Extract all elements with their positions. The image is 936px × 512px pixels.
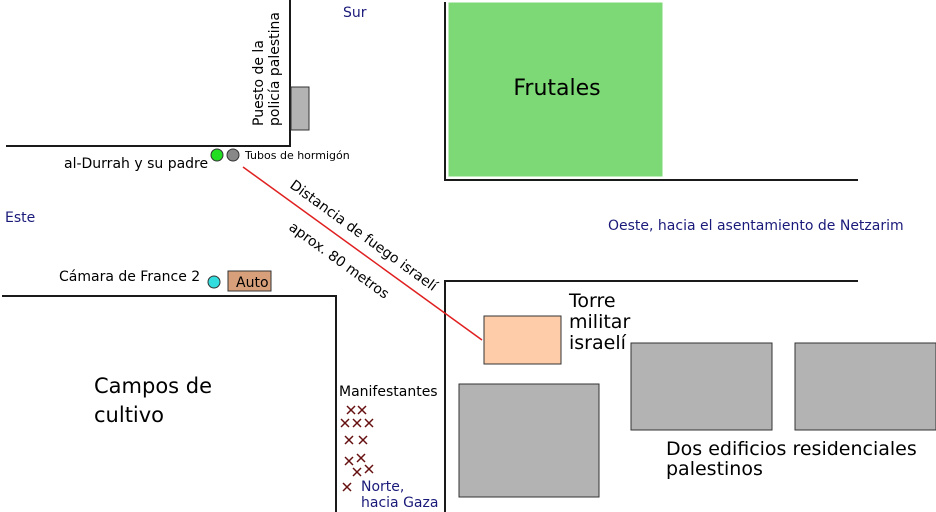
- al-durrah-marker: [210, 148, 224, 162]
- concrete-pipe-marker: [226, 148, 240, 162]
- protester-mark: [344, 456, 354, 466]
- compass-west: Oeste, hacia el asentamiento de Netzarim: [608, 218, 904, 234]
- road-edge-bottom-right: [444, 280, 858, 512]
- fields-label-line1: Campos de: [94, 374, 212, 398]
- buildings-label-line2: palestinos: [666, 458, 763, 480]
- distance-label: aprox. 80 metros: [286, 219, 392, 302]
- fire-line: [242, 166, 483, 341]
- car-label: Auto: [236, 275, 269, 291]
- protester-mark: [364, 464, 374, 474]
- residential-building-2: [630, 342, 773, 431]
- concrete-pipe-label: Tubos de hormigón: [244, 149, 350, 162]
- protesters-label: Manifestantes: [339, 384, 438, 400]
- tower-label-line3: israelí: [569, 332, 627, 354]
- residential-building-3: [794, 342, 936, 431]
- protester-mark: [352, 467, 362, 477]
- road-edge-top-left: [6, 0, 291, 147]
- camera-label: Cámara de France 2: [59, 269, 200, 285]
- road-edge-bottom-left: [2, 295, 337, 512]
- al-durrah-label: al-Durrah y su padre: [64, 156, 208, 172]
- protester-mark: [352, 418, 362, 428]
- compass-east: Este: [5, 210, 35, 226]
- police-post-label-line1: Puesto de la: [251, 40, 267, 126]
- tower-label-line1: Torre: [568, 290, 616, 312]
- protester-mark: [358, 435, 368, 445]
- tower-label-line2: militar: [569, 311, 630, 333]
- protester-mark: [346, 405, 356, 415]
- military-tower: [483, 315, 562, 365]
- compass-north-line2: hacia Gaza: [361, 495, 438, 511]
- protester-mark: [340, 418, 350, 428]
- protester-mark: [342, 482, 352, 492]
- protester-mark: [364, 418, 374, 428]
- protester-mark: [356, 453, 366, 463]
- police-post: [290, 86, 310, 131]
- road-edge-top-right: [444, 2, 858, 181]
- residential-building-1: [458, 383, 600, 498]
- protester-marks: [340, 405, 374, 492]
- compass-south: Sur: [343, 5, 367, 21]
- camera-marker: [207, 275, 221, 289]
- protester-mark: [357, 405, 367, 415]
- road-edges: [2, 0, 858, 512]
- police-post-label-line2: policía palestina: [267, 12, 283, 126]
- compass-north-line1: Norte,: [361, 479, 404, 495]
- car: [227, 270, 272, 292]
- orchard-area: [447, 1, 664, 178]
- orchard-label: Frutales: [513, 76, 600, 101]
- fields-label-line2: cultivo: [94, 403, 164, 427]
- protester-mark: [344, 435, 354, 445]
- buildings-label-line1: Dos edificios residenciales: [666, 438, 917, 460]
